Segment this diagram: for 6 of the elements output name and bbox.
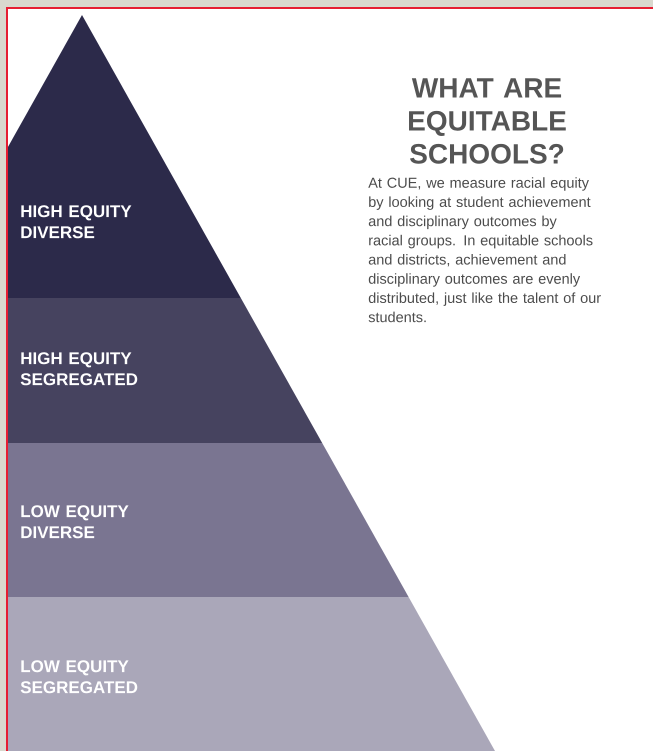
heading: WHAT ARE EQUITABLE SCHOOLS? xyxy=(409,78,566,164)
pyramid-band: LOW EQUITY SEGREGATED xyxy=(8,597,495,751)
pyramid-band: LOW EQUITY DIVERSE xyxy=(8,443,409,597)
pyramid-band: HIGH EQUITY SEGREGATED xyxy=(8,298,322,443)
pyramid-band: HIGH EQUITY DIVERSE xyxy=(8,15,241,298)
paragraph: At CUE, we measure racial equity by looking at student achievement and disciplinary outcomes by racial groups. In equitable schools and districts, achievement and disciplinary outcomes are evenly distributed, just like the talent of our students. xyxy=(368,177,601,322)
